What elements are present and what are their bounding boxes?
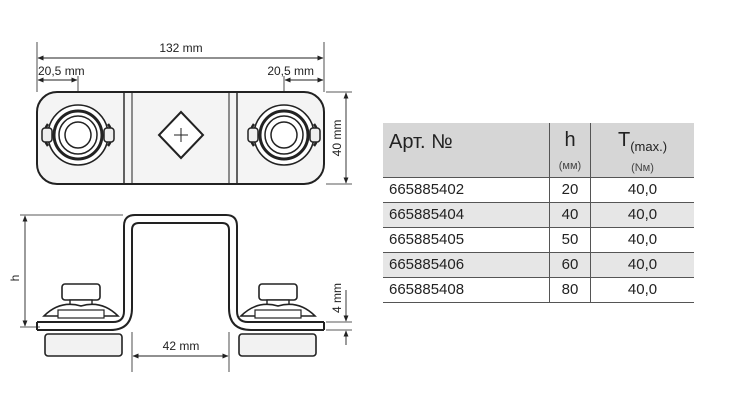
bracket-strap bbox=[37, 214, 324, 323]
torque-cell: 40,0 bbox=[590, 177, 694, 203]
table-row: 665885404 40 40,0 bbox=[383, 202, 694, 228]
overall-length-label: 132 mm bbox=[159, 41, 202, 55]
top-view bbox=[36, 42, 352, 185]
table-row: 665885402 20 40,0 bbox=[383, 177, 694, 203]
header-torque: T(max.) (Nм) bbox=[590, 123, 694, 178]
width-label: 40 mm bbox=[330, 120, 344, 157]
article-cell: 665885408 bbox=[383, 277, 550, 303]
torque-cell: 40,0 bbox=[590, 277, 694, 303]
left-bolt-icon bbox=[41, 104, 115, 166]
table-header-row: Арт. № h (мм) T(max.) (Nм) bbox=[383, 123, 694, 178]
table-row: 665885406 60 40,0 bbox=[383, 252, 694, 278]
article-cell: 665885406 bbox=[383, 252, 550, 278]
inner-width-label: 42 mm bbox=[163, 339, 200, 353]
h-cell: 60 bbox=[549, 252, 591, 278]
article-cell: 665885402 bbox=[383, 177, 550, 203]
torque-cell: 40,0 bbox=[590, 202, 694, 228]
header-h: h (мм) bbox=[549, 123, 591, 178]
left-offset-label: 20,5 mm bbox=[38, 64, 85, 78]
right-offset-label: 20,5 mm bbox=[267, 64, 314, 78]
torque-cell: 40,0 bbox=[590, 252, 694, 278]
height-label: h bbox=[8, 275, 22, 282]
h-cell: 50 bbox=[549, 227, 591, 253]
h-cell: 40 bbox=[549, 202, 591, 228]
table-row: 665885408 80 40,0 bbox=[383, 277, 694, 303]
torque-cell: 40,0 bbox=[590, 227, 694, 253]
h-cell: 20 bbox=[549, 177, 591, 203]
right-bolt-icon bbox=[247, 104, 321, 166]
side-view bbox=[20, 214, 352, 372]
article-cell: 665885405 bbox=[383, 227, 550, 253]
left-side-bolt-icon bbox=[42, 283, 120, 319]
center-hole-icon bbox=[157, 110, 205, 160]
article-table: Арт. № h (мм) T(max.) (Nм) 665885402 20 … bbox=[383, 123, 694, 303]
right-side-bolt-icon bbox=[239, 283, 317, 319]
header-article: Арт. № bbox=[383, 123, 550, 178]
article-cell: 665885404 bbox=[383, 202, 550, 228]
h-cell: 80 bbox=[549, 277, 591, 303]
thickness-label: 4 mm bbox=[330, 283, 344, 313]
table-row: 665885405 50 40,0 bbox=[383, 227, 694, 253]
